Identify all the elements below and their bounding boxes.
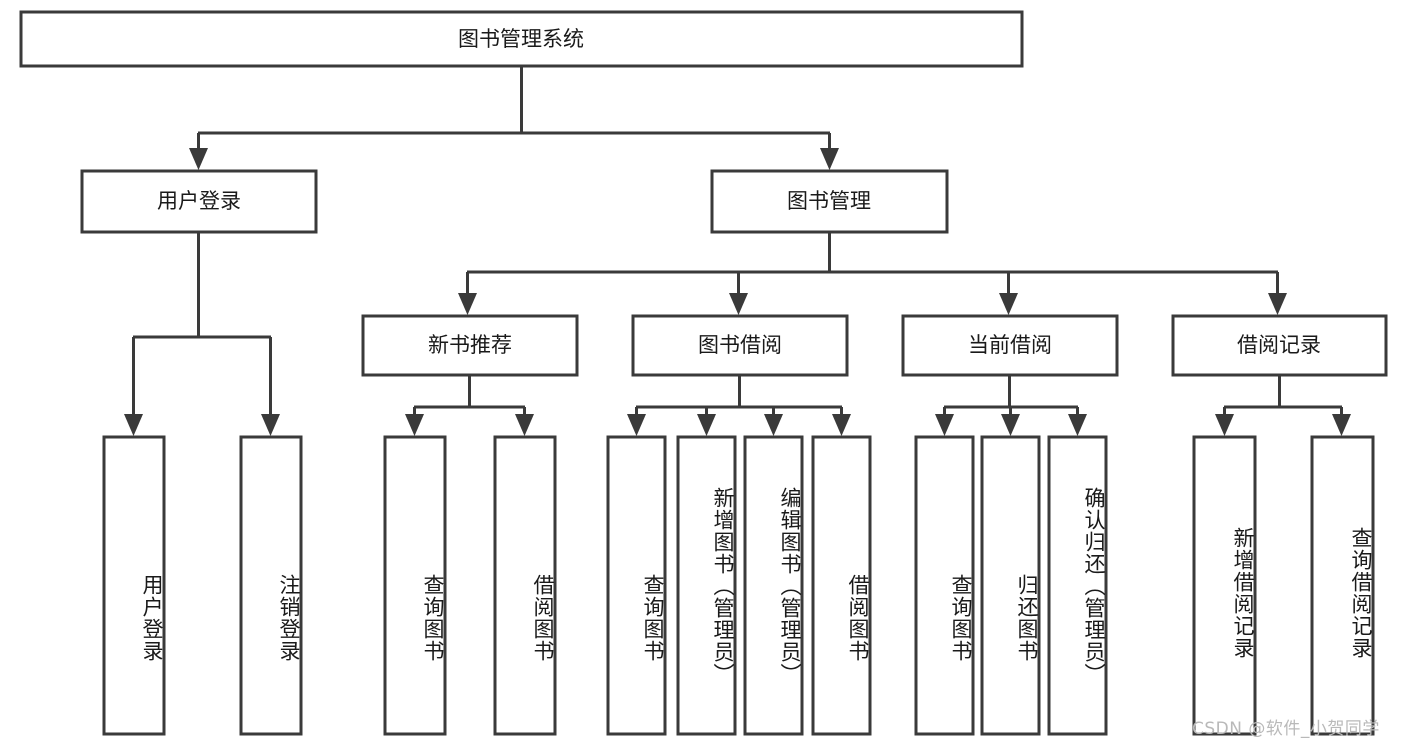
leaf-current-borrow-2-box[interactable] — [1047, 435, 1108, 736]
node-new-book-recommend-box[interactable] — [361, 314, 579, 377]
leaf-book-borrow-2-box[interactable] — [743, 435, 804, 736]
csdn-watermark: CSDN @软件_小贺同学 — [1192, 719, 1380, 739]
leaf-borrow-record-1-box[interactable] — [1310, 435, 1375, 736]
leaf-current-borrow-1-box[interactable] — [980, 435, 1041, 736]
leaf-book-borrow-0-box[interactable] — [606, 435, 667, 736]
node-current-borrow-label: 当前借阅 — [968, 333, 1052, 357]
leaf-borrow-record-0-box[interactable] — [1192, 435, 1257, 736]
leaf-user-login-1-box[interactable] — [239, 435, 303, 736]
connector-group-root — [189, 66, 839, 170]
node-book-borrow-box[interactable] — [631, 314, 849, 377]
node-current-borrow-box[interactable] — [901, 314, 1119, 377]
leaf-book-borrow-1-box[interactable] — [676, 435, 737, 736]
connector-group-borrow-record — [1215, 375, 1351, 436]
connector-group-user-login — [124, 232, 280, 436]
node-root-label: 图书管理系统 — [458, 27, 584, 51]
leaf-new-book-1-box[interactable] — [493, 435, 557, 736]
node-borrow-record-box[interactable] — [1171, 314, 1388, 377]
connector-group-book-manage — [458, 232, 1287, 315]
leaf-new-book-0-box[interactable] — [383, 435, 447, 736]
node-borrow-record-label: 借阅记录 — [1237, 333, 1321, 357]
node-book-manage-label: 图书管理 — [787, 189, 871, 213]
node-new-book-recommend-label: 新书推荐 — [428, 333, 512, 357]
connector-group-current-borrow — [935, 375, 1087, 436]
connector-group-new-book — [405, 375, 534, 436]
leaf-book-borrow-3-box[interactable] — [811, 435, 872, 736]
node-book-manage-box[interactable] — [710, 169, 949, 234]
connector-group-book-borrow — [627, 375, 851, 436]
leaf-current-borrow-0-box[interactable] — [914, 435, 975, 736]
node-root-box[interactable] — [19, 10, 1024, 68]
node-user-login-box[interactable] — [80, 169, 318, 234]
node-book-borrow-label: 图书借阅 — [698, 333, 782, 357]
leaf-user-login-0-box[interactable] — [102, 435, 166, 736]
node-user-login-label: 用户登录 — [157, 189, 241, 213]
